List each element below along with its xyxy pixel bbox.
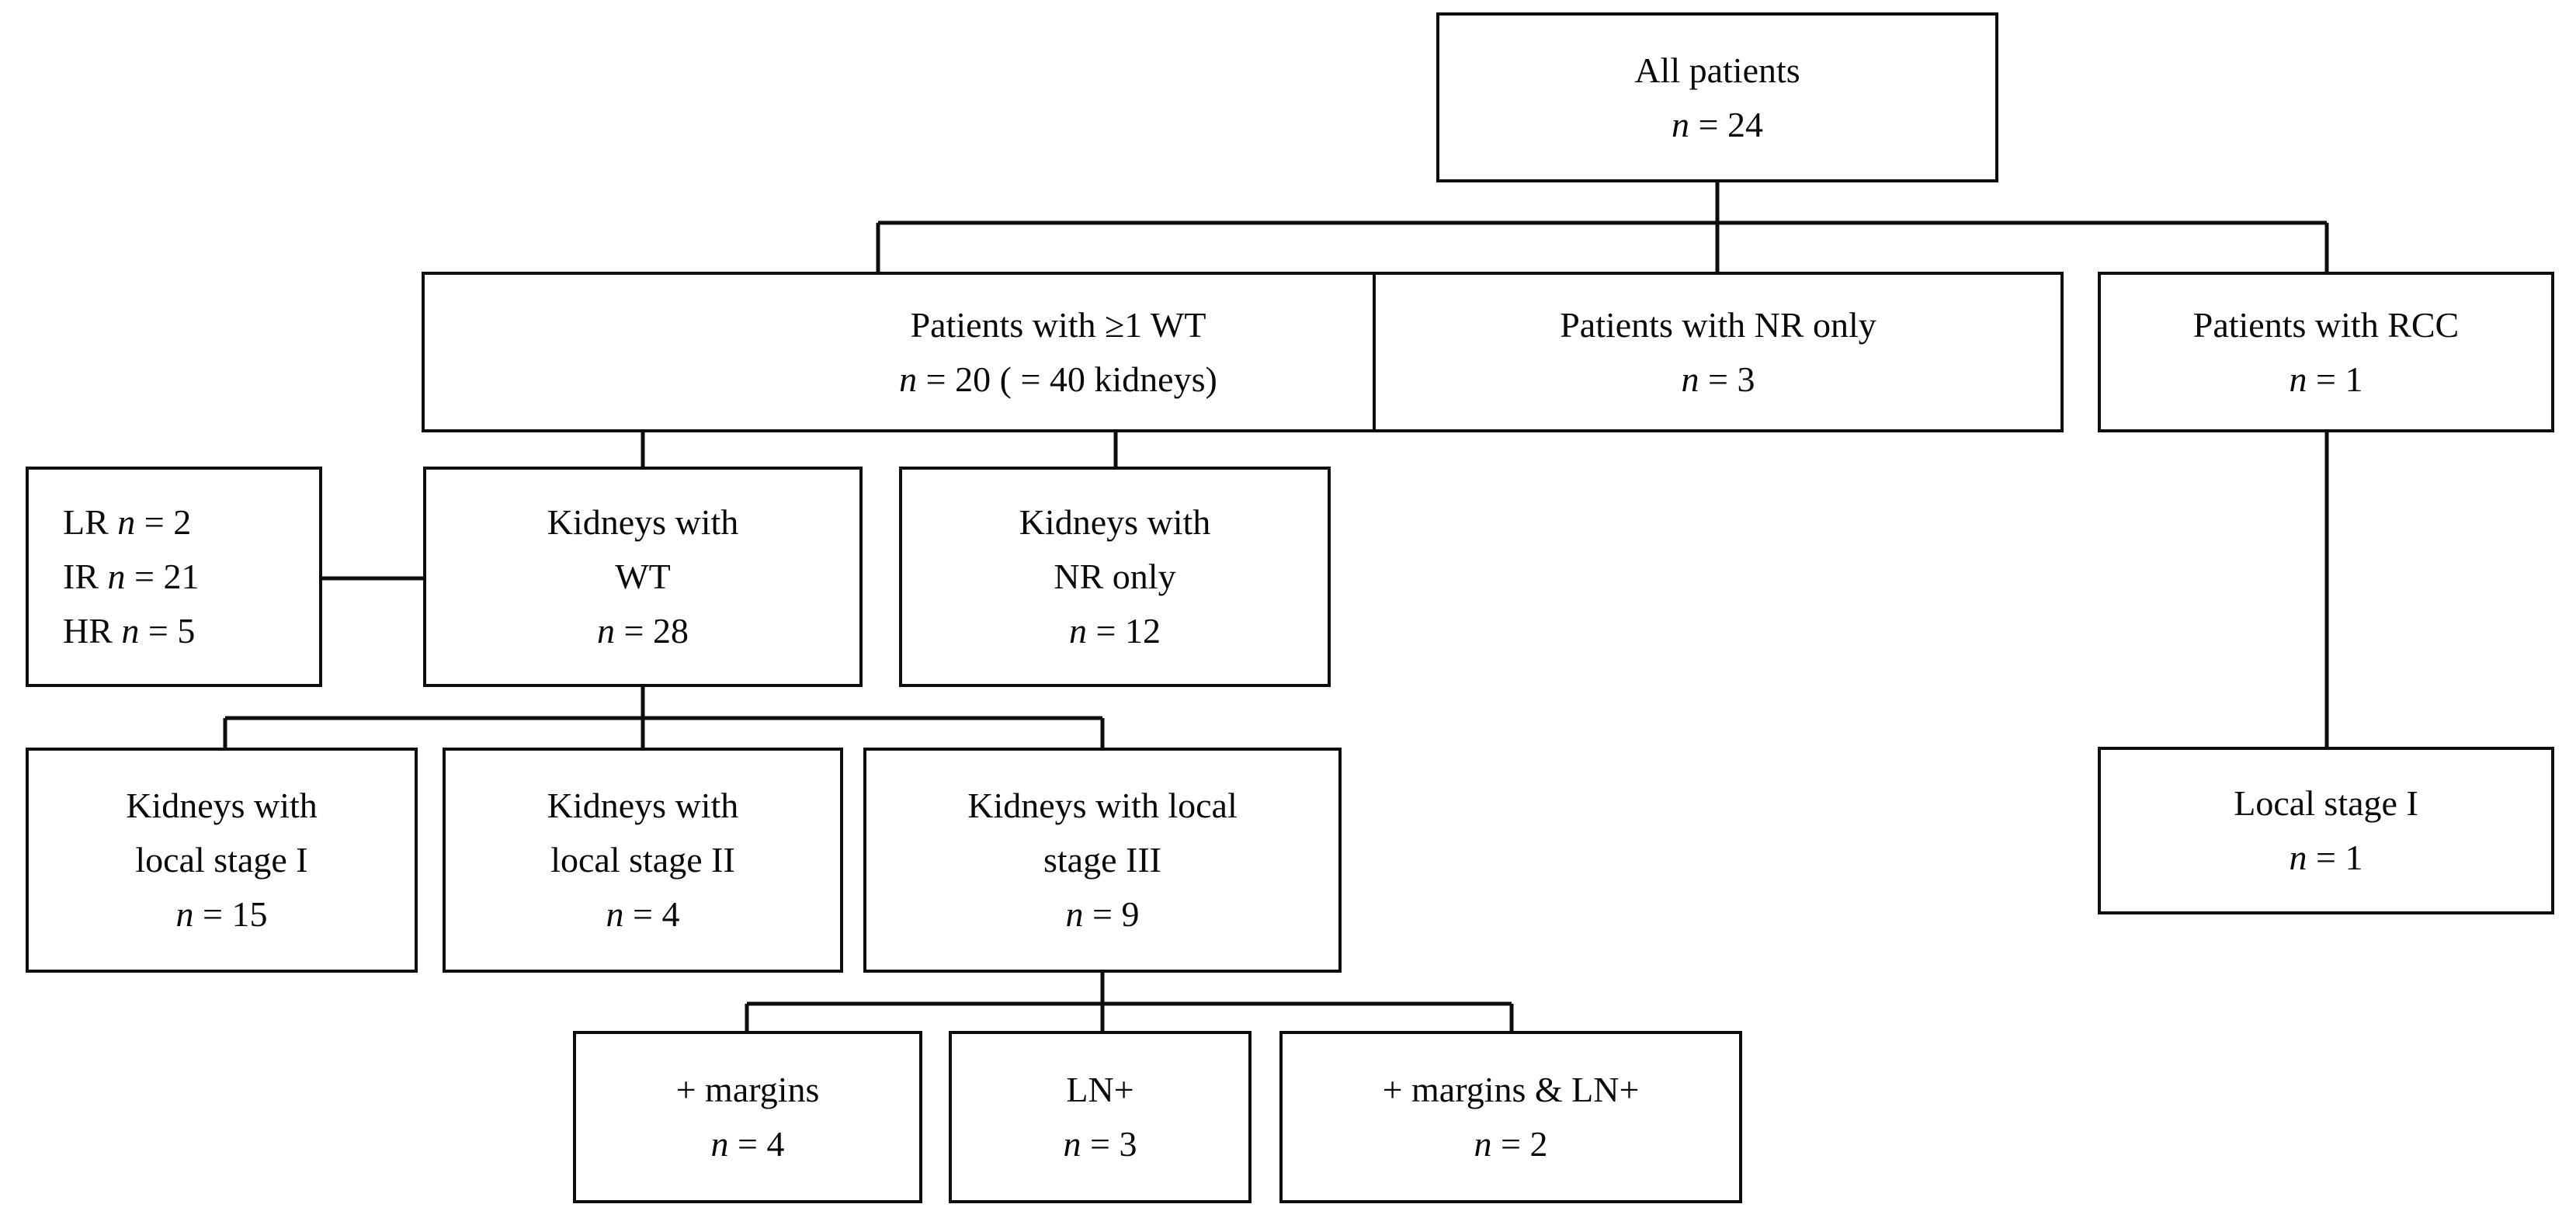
node-positive-margins[interactable]: + margins n = 4 bbox=[573, 1031, 922, 1203]
node-margins-and-ln-line1: + margins & LN+ bbox=[1382, 1070, 1640, 1110]
node-kidneys-stage-1-line3: n = 15 bbox=[175, 894, 268, 934]
node-patients-nr-only-line1: Patients with NR only bbox=[1560, 304, 1876, 345]
node-kidneys-wt[interactable]: Kidneys with WT n = 28 bbox=[423, 467, 863, 687]
node-patients-rcc[interactable]: Patients with RCC n = 1 bbox=[2098, 272, 2554, 432]
node-kidneys-stage-2[interactable]: Kidneys with local stage II n = 4 bbox=[443, 748, 843, 973]
node-kidneys-stage-3-line1: Kidneys with local bbox=[967, 786, 1238, 826]
node-patients-rcc-line2: n = 1 bbox=[2289, 359, 2363, 399]
node-rcc-local-stage-1-line1: Local stage I bbox=[2234, 783, 2418, 824]
node-rcc-local-stage-1[interactable]: Local stage I n = 1 bbox=[2098, 747, 2554, 914]
node-patients-wt-line1: Patients with ≥1 WT bbox=[910, 304, 1206, 345]
node-patients-wt-line2: n = 20 ( = 40 kidneys) bbox=[899, 359, 1217, 399]
node-kidneys-stage-2-line3: n = 4 bbox=[606, 894, 680, 934]
node-risk-groups-line2: IR n = 21 bbox=[63, 557, 200, 597]
node-ln-positive[interactable]: LN+ n = 3 bbox=[949, 1031, 1252, 1203]
node-margins-and-ln-line2: n = 2 bbox=[1474, 1124, 1548, 1164]
node-positive-margins-line2: n = 4 bbox=[710, 1124, 785, 1164]
node-kidneys-stage-3[interactable]: Kidneys with local stage III n = 9 bbox=[863, 748, 1342, 973]
node-kidneys-nr-only-line3: n = 12 bbox=[1069, 610, 1161, 651]
node-kidneys-stage-2-line2: local stage II bbox=[550, 840, 735, 880]
node-kidneys-nr-only-line2: NR only bbox=[1054, 557, 1176, 597]
node-kidneys-stage-2-line1: Kidneys with bbox=[547, 786, 739, 826]
node-kidneys-stage-3-line2: stage III bbox=[1043, 840, 1161, 880]
node-kidneys-stage-1-line1: Kidneys with bbox=[126, 786, 318, 826]
node-kidneys-stage-3-line3: n = 9 bbox=[1065, 894, 1140, 934]
node-ln-positive-line1: LN+ bbox=[1066, 1070, 1134, 1110]
node-kidneys-stage-1[interactable]: Kidneys with local stage I n = 15 bbox=[26, 748, 418, 973]
node-patients-nr-only[interactable]: Patients with NR only n = 3 bbox=[1373, 272, 2064, 432]
node-ln-positive-line2: n = 3 bbox=[1063, 1124, 1137, 1164]
node-kidneys-stage-1-line2: local stage I bbox=[135, 840, 308, 880]
node-kidneys-wt-line3: n = 28 bbox=[597, 610, 689, 651]
node-patients-nr-only-line2: n = 3 bbox=[1681, 359, 1755, 399]
node-risk-groups[interactable]: LR n = 2 IR n = 21 HR n = 5 bbox=[26, 467, 322, 687]
node-all-patients-line2: n = 24 bbox=[1672, 104, 1763, 144]
node-all-patients-line1: All patients bbox=[1634, 50, 1800, 90]
node-kidneys-nr-only-line1: Kidneys with bbox=[1019, 502, 1211, 543]
node-kidneys-nr-only[interactable]: Kidneys with NR only n = 12 bbox=[899, 467, 1331, 687]
node-margins-and-ln[interactable]: + margins & LN+ n = 2 bbox=[1279, 1031, 1742, 1203]
node-rcc-local-stage-1-line2: n = 1 bbox=[2289, 838, 2363, 877]
node-risk-groups-line3: HR n = 5 bbox=[63, 610, 196, 651]
node-positive-margins-line1: + margins bbox=[675, 1070, 820, 1110]
node-kidneys-wt-line1: Kidneys with bbox=[547, 502, 739, 543]
node-risk-groups-line1: LR n = 2 bbox=[63, 502, 192, 543]
node-all-patients[interactable]: All patients n = 24 bbox=[1436, 12, 1998, 182]
node-kidneys-wt-line2: WT bbox=[615, 557, 671, 597]
node-patients-rcc-line1: Patients with RCC bbox=[2192, 304, 2460, 345]
